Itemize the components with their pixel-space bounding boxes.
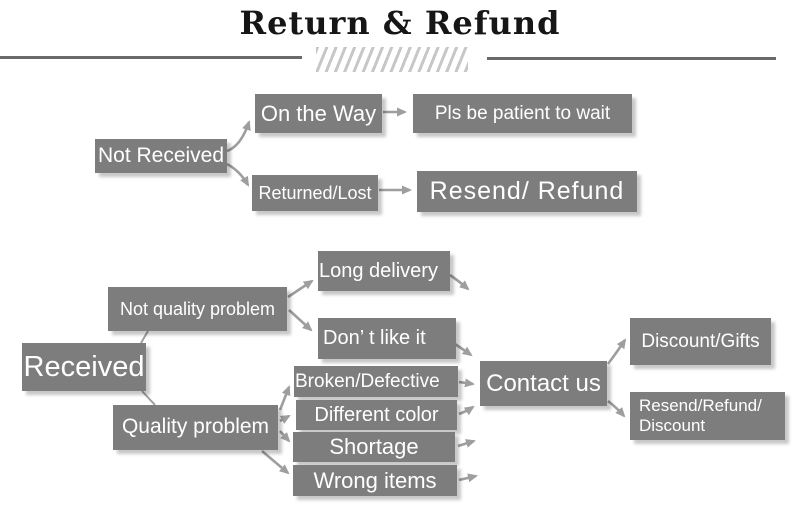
node-dont-like-it: Don’ t like it — [318, 318, 456, 359]
arrow-longdelivery-contact — [449, 273, 470, 291]
node-label: Not quality problem — [119, 298, 276, 319]
page-title: Return & Refund — [239, 4, 561, 42]
node-label: Resend/ Refund — [429, 177, 625, 206]
arrow-quality-diffcolor — [279, 414, 291, 424]
node-wrong-items: Wrong items — [293, 465, 457, 496]
node-broken-defective: Broken/Defective — [294, 366, 458, 397]
divider-line-right — [487, 57, 776, 60]
arrow-notquality-dontlike — [288, 309, 313, 332]
node-label: Broken/Defective — [295, 370, 440, 392]
arrow-notreceived-returnedlost — [226, 162, 250, 187]
node-label-line2: Discount — [639, 416, 706, 435]
arrow-shortage-contact — [457, 439, 476, 448]
arrow-wrongitems-contact — [458, 473, 478, 483]
node-quality-problem: Quality problem — [113, 405, 278, 450]
arrow-diffcolor-contact — [458, 405, 475, 416]
node-label: Discount/Gifts — [641, 330, 760, 352]
arrow-broken-contact — [458, 378, 475, 388]
node-label: Long delivery — [319, 259, 438, 282]
node-shortage: Shortage — [293, 432, 455, 462]
divider-line-left — [0, 56, 302, 59]
arrow-quality-shortage — [279, 430, 291, 443]
arrow-quality-wrongitems — [261, 450, 290, 475]
arrow-notreceived-ontheway — [226, 120, 251, 153]
node-resend-refund: Resend/ Refund — [417, 171, 637, 212]
node-label: On the Way — [260, 100, 377, 126]
node-label: Pls be patient to wait — [434, 102, 611, 124]
arrow-contact-resendrefunddiscount — [607, 399, 626, 418]
node-not-received: Not Received — [95, 139, 227, 173]
node-label: Don’ t like it — [323, 327, 426, 349]
node-label: Contact us — [486, 369, 601, 397]
node-label-line1: Resend/Refund/ — [639, 396, 762, 416]
node-label: Shortage — [329, 434, 419, 460]
node-label: Different color — [314, 403, 439, 426]
arrow-notquality-longdelivery — [287, 279, 314, 299]
node-returned-lost: Returned/Lost — [252, 175, 378, 211]
node-not-quality-problem: Not quality problem — [108, 287, 287, 331]
node-resend-refund-discount: Resend/Refund/ Discount — [630, 392, 785, 440]
node-label: Not Received — [97, 143, 225, 167]
node-different-color: Different color — [296, 400, 457, 430]
arrow-quality-broken — [278, 385, 291, 411]
node-label: Wrong items — [313, 467, 437, 493]
node-on-the-way: On the Way — [255, 94, 382, 133]
node-received: Received — [22, 343, 146, 391]
node-discount-gifts: Discount/Gifts — [630, 318, 771, 365]
line-received-quality — [141, 390, 156, 406]
node-pls-be-patient: Pls be patient to wait — [413, 94, 632, 133]
hatch-decoration — [316, 47, 468, 72]
line-received-notquality — [140, 330, 149, 344]
node-label: Returned/Lost — [258, 182, 372, 203]
node-contact-us: Contact us — [480, 361, 607, 406]
node-long-delivery: Long delivery — [318, 251, 450, 291]
node-label: Quality problem — [121, 415, 270, 439]
node-label: Received — [23, 350, 145, 383]
arrow-contact-discountgifts — [606, 338, 627, 365]
